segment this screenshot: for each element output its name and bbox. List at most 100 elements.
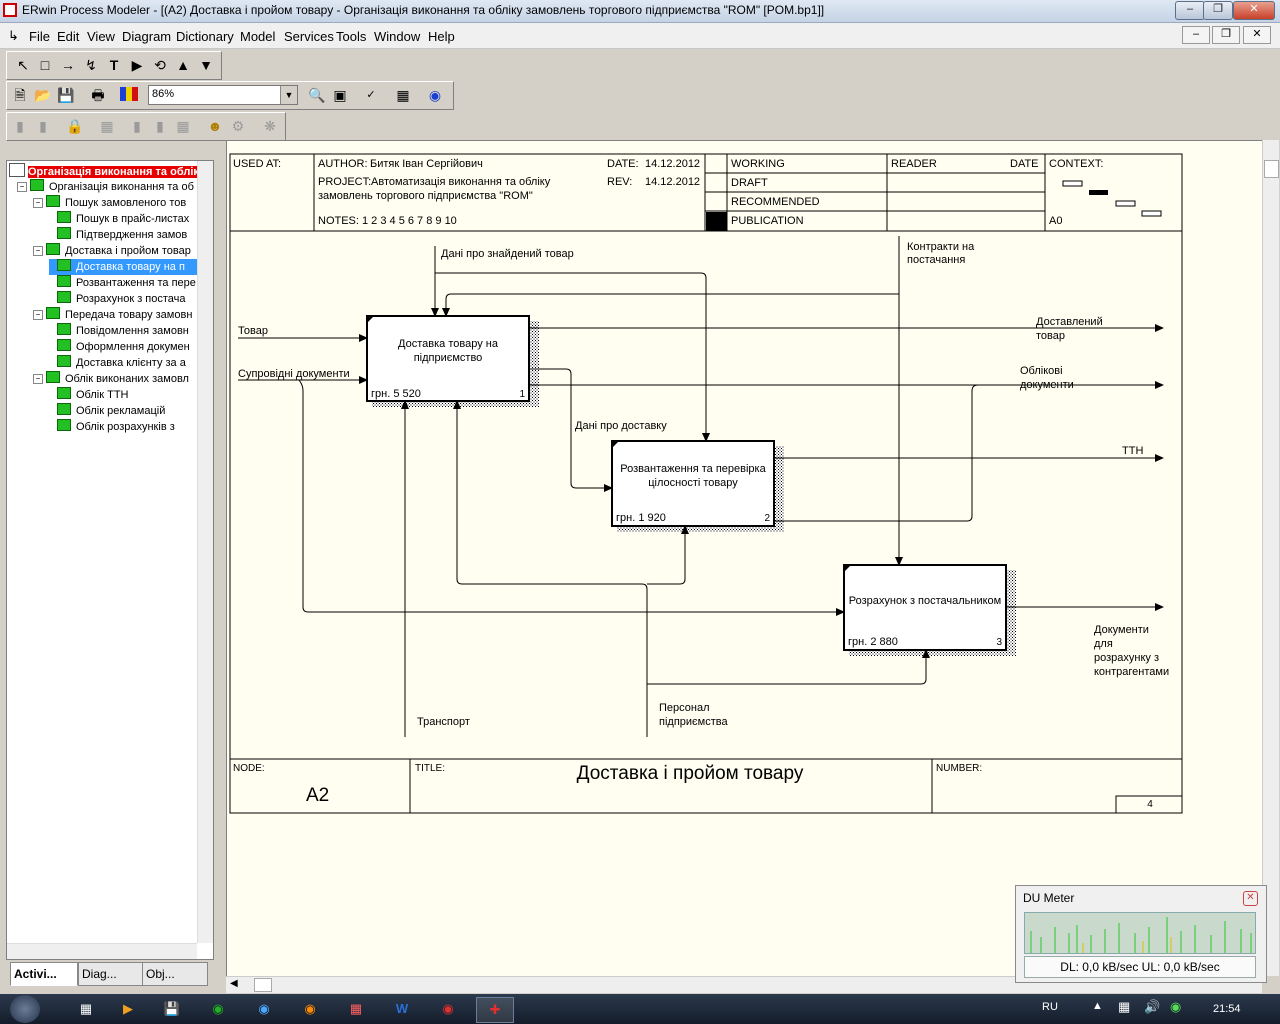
diagram-canvas[interactable]: USED AT: AUTHOR: Битяк Іван Сергійович P… bbox=[226, 140, 1263, 977]
show-desktop-icon[interactable]: ▦ bbox=[79, 1001, 93, 1016]
canvas-vscrollbar[interactable] bbox=[1262, 140, 1279, 976]
go-down-icon[interactable]: ▼ bbox=[199, 57, 213, 73]
open-folder-icon[interactable]: 📂 bbox=[34, 87, 52, 103]
color-icon[interactable] bbox=[120, 87, 126, 101]
start-button[interactable] bbox=[10, 995, 40, 1023]
mdi-restore-button[interactable]: ❐ bbox=[1212, 26, 1240, 44]
volume-icon[interactable]: 🔊 bbox=[1144, 999, 1161, 1014]
tree-item[interactable]: Облік ТТН bbox=[49, 387, 128, 403]
go-to-child-icon[interactable]: ▶ bbox=[131, 57, 143, 73]
zoom-select[interactable]: 86% ▼ bbox=[148, 85, 298, 105]
tree-item[interactable]: Доставка клієнту за а bbox=[49, 355, 186, 371]
tree-item[interactable]: −Доставка і пройом товар bbox=[33, 243, 191, 259]
mdi-minimize-button[interactable]: – bbox=[1182, 26, 1210, 44]
menu-file[interactable]: File bbox=[29, 29, 50, 44]
tree-item[interactable]: Облік рекламацій bbox=[49, 403, 165, 419]
tools-icon[interactable]: ⚙ bbox=[231, 118, 245, 134]
tree-item[interactable]: −Організація виконання та об bbox=[17, 179, 194, 195]
mdi-close-button[interactable]: ✕ bbox=[1243, 26, 1271, 44]
close-button[interactable]: ✕ bbox=[1233, 1, 1275, 20]
report-icon-2[interactable]: ▮ bbox=[39, 118, 47, 134]
collapse-icon[interactable]: − bbox=[33, 198, 43, 208]
menu-window[interactable]: Window bbox=[374, 29, 421, 44]
tab-activities[interactable]: Activi... bbox=[10, 962, 78, 986]
tree-item[interactable]: Розрахунок з постача bbox=[49, 291, 186, 307]
tree-vscrollbar[interactable] bbox=[197, 161, 213, 943]
document-icon[interactable]: ↳ bbox=[8, 28, 19, 43]
paint-icon[interactable]: ▦ bbox=[349, 1001, 363, 1016]
undo-icon[interactable]: ⟲ bbox=[154, 57, 166, 73]
report-icon[interactable]: ▮ bbox=[16, 118, 24, 134]
tab-objects[interactable]: Obj... bbox=[142, 962, 208, 986]
minimize-button[interactable]: – bbox=[1175, 1, 1205, 20]
tree-item[interactable]: Облік розрахунків з bbox=[49, 419, 175, 435]
grid-icon[interactable]: ▦ bbox=[176, 118, 190, 134]
properties-icon[interactable]: ▦ bbox=[100, 118, 114, 134]
menu-model[interactable]: Model bbox=[240, 29, 276, 44]
tree-item[interactable]: Пошук в прайс-листах bbox=[49, 211, 189, 227]
arrow-tool-icon[interactable]: → bbox=[61, 57, 75, 73]
word-icon[interactable]: W bbox=[395, 1001, 409, 1016]
collapse-icon[interactable]: − bbox=[17, 182, 27, 192]
network-icon[interactable]: ▦ bbox=[1118, 999, 1131, 1014]
bug-icon[interactable]: ❋ bbox=[264, 118, 276, 134]
tree-item[interactable]: Підтвердження замов bbox=[49, 227, 187, 243]
go-up-icon[interactable]: ▲ bbox=[176, 57, 190, 73]
save-icon[interactable]: 💾 bbox=[57, 87, 75, 103]
scroll-left-icon[interactable]: ◀ bbox=[230, 978, 238, 989]
tree-item[interactable]: Оформлення докумен bbox=[49, 339, 190, 355]
kaspersky-icon[interactable]: ◉ bbox=[1170, 999, 1182, 1014]
text-tool-icon[interactable]: T bbox=[109, 57, 119, 73]
zoom-in-icon[interactable]: 🔍 bbox=[308, 87, 326, 103]
chevron-down-icon[interactable]: ▼ bbox=[280, 86, 297, 104]
user-icon[interactable]: ☻ bbox=[207, 118, 223, 134]
link-icon[interactable]: ▮ bbox=[133, 118, 141, 134]
menu-services[interactable]: Services bbox=[284, 29, 334, 44]
maximize-button[interactable]: ❐ bbox=[1203, 1, 1233, 20]
utorrent-icon[interactable]: ◉ bbox=[212, 1001, 224, 1016]
collapse-icon[interactable]: − bbox=[33, 310, 43, 320]
tree-item[interactable]: −Пошук замовленого тов bbox=[33, 195, 186, 211]
tree-hscrollbar[interactable] bbox=[7, 943, 197, 959]
menu-dictionary[interactable]: Dictionary bbox=[176, 29, 234, 44]
menu-edit[interactable]: Edit bbox=[57, 29, 80, 44]
close-icon[interactable]: ✕ bbox=[1243, 891, 1258, 906]
new-file-icon[interactable]: 🗎 bbox=[14, 87, 26, 103]
tray-arrow-icon[interactable]: ▲ bbox=[1092, 1000, 1103, 1012]
hscroll-thumb[interactable] bbox=[254, 978, 272, 992]
canvas-hscrollbar[interactable]: ◀ bbox=[226, 976, 1262, 993]
navigator-icon[interactable]: ◉ bbox=[428, 87, 442, 103]
lock-icon[interactable]: 🔒 bbox=[66, 118, 84, 134]
tree-item[interactable]: Доставка товару на п bbox=[49, 259, 197, 275]
firefox-icon[interactable]: ◉ bbox=[304, 1001, 316, 1016]
tree-item[interactable]: Розвантаження та пере bbox=[49, 275, 196, 291]
tree-root[interactable]: Організація виконання та облік bbox=[9, 163, 199, 179]
browser-icon[interactable]: ◉ bbox=[258, 1001, 270, 1016]
collapse-icon[interactable]: − bbox=[33, 374, 43, 384]
model-explorer-icon[interactable]: ▦ bbox=[396, 87, 410, 103]
language-indicator[interactable]: RU bbox=[1042, 1001, 1058, 1013]
menu-view[interactable]: View bbox=[87, 29, 115, 44]
collapse-icon[interactable]: − bbox=[33, 246, 43, 256]
box-tool-icon[interactable]: □ bbox=[40, 57, 50, 73]
pointer-tool-icon[interactable]: ↖ bbox=[17, 57, 29, 73]
menu-help[interactable]: Help bbox=[428, 29, 455, 44]
tree-item[interactable]: Повідомлення замовн bbox=[49, 323, 189, 339]
menu-tools[interactable]: Tools bbox=[336, 29, 367, 44]
app-icon[interactable]: ◉ bbox=[442, 1001, 454, 1016]
tab-diagrams[interactable]: Diag... bbox=[78, 962, 144, 986]
erwin-taskbar-icon[interactable]: ✚ bbox=[476, 997, 514, 1023]
clock[interactable]: 21:54 bbox=[1213, 1003, 1241, 1015]
zoom-fit-icon[interactable]: ▣ bbox=[333, 87, 347, 103]
erwin-app-icon[interactable] bbox=[3, 3, 17, 17]
tree-item[interactable]: −Облік виконаних замовл bbox=[33, 371, 189, 387]
print-icon[interactable]: 🖶 bbox=[91, 87, 105, 103]
menu-diagram[interactable]: Diagram bbox=[122, 29, 172, 44]
tree-item[interactable]: −Передача товару замовн bbox=[33, 307, 192, 323]
spell-check-icon[interactable]: ✓ bbox=[366, 89, 376, 101]
vscroll-thumb[interactable] bbox=[1264, 160, 1279, 178]
squiggle-tool-icon[interactable]: ↯ bbox=[85, 57, 97, 73]
link-icon-2[interactable]: ▮ bbox=[156, 118, 164, 134]
media-player-icon[interactable]: ▶ bbox=[123, 1001, 133, 1016]
save-disk-icon[interactable]: 💾 bbox=[163, 1001, 181, 1016]
